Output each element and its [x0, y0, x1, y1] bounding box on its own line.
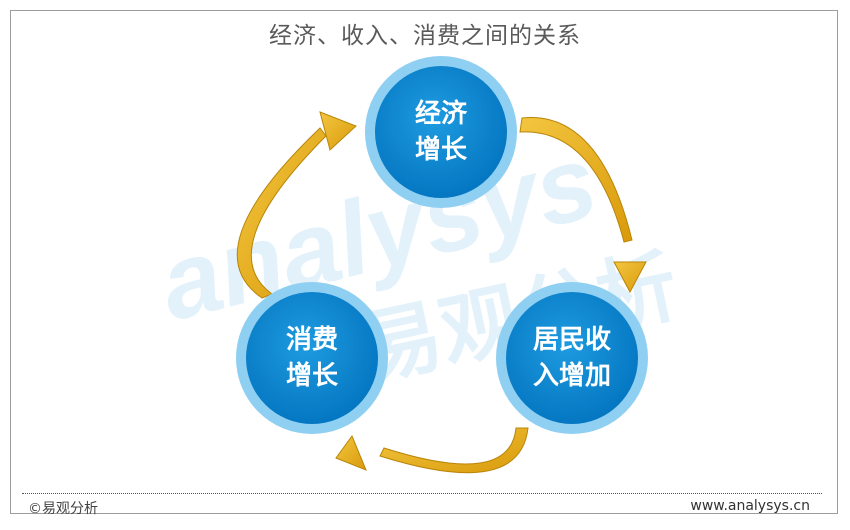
node-economy-line1: 经济: [414, 99, 467, 129]
diagram-title: 经济、收入、消费之间的关系: [269, 23, 581, 49]
node-consumption-label: 消费 增长: [252, 322, 372, 394]
node-income-line2: 入增加: [532, 361, 611, 391]
node-income: [496, 282, 648, 434]
arrow-economy-to-income: [519, 117, 647, 294]
arrow-consumption-to-economy: [236, 111, 357, 299]
footer-url[interactable]: www.analysys.cn: [690, 498, 810, 514]
node-income-line1: 居民收: [532, 325, 611, 355]
footer-divider: [22, 493, 822, 494]
node-consumption: [236, 282, 388, 434]
node-income-label: 居民收 入增加: [502, 322, 642, 394]
node-economy: [365, 56, 517, 208]
node-economy-label: 经济 增长: [381, 96, 501, 168]
arrow-income-to-consumption: [335, 427, 529, 474]
node-economy-line2: 增长: [414, 135, 467, 165]
node-consumption-line2: 增长: [285, 361, 338, 391]
footer-source: ©易观分析: [28, 501, 98, 517]
node-consumption-line1: 消费: [285, 325, 338, 355]
